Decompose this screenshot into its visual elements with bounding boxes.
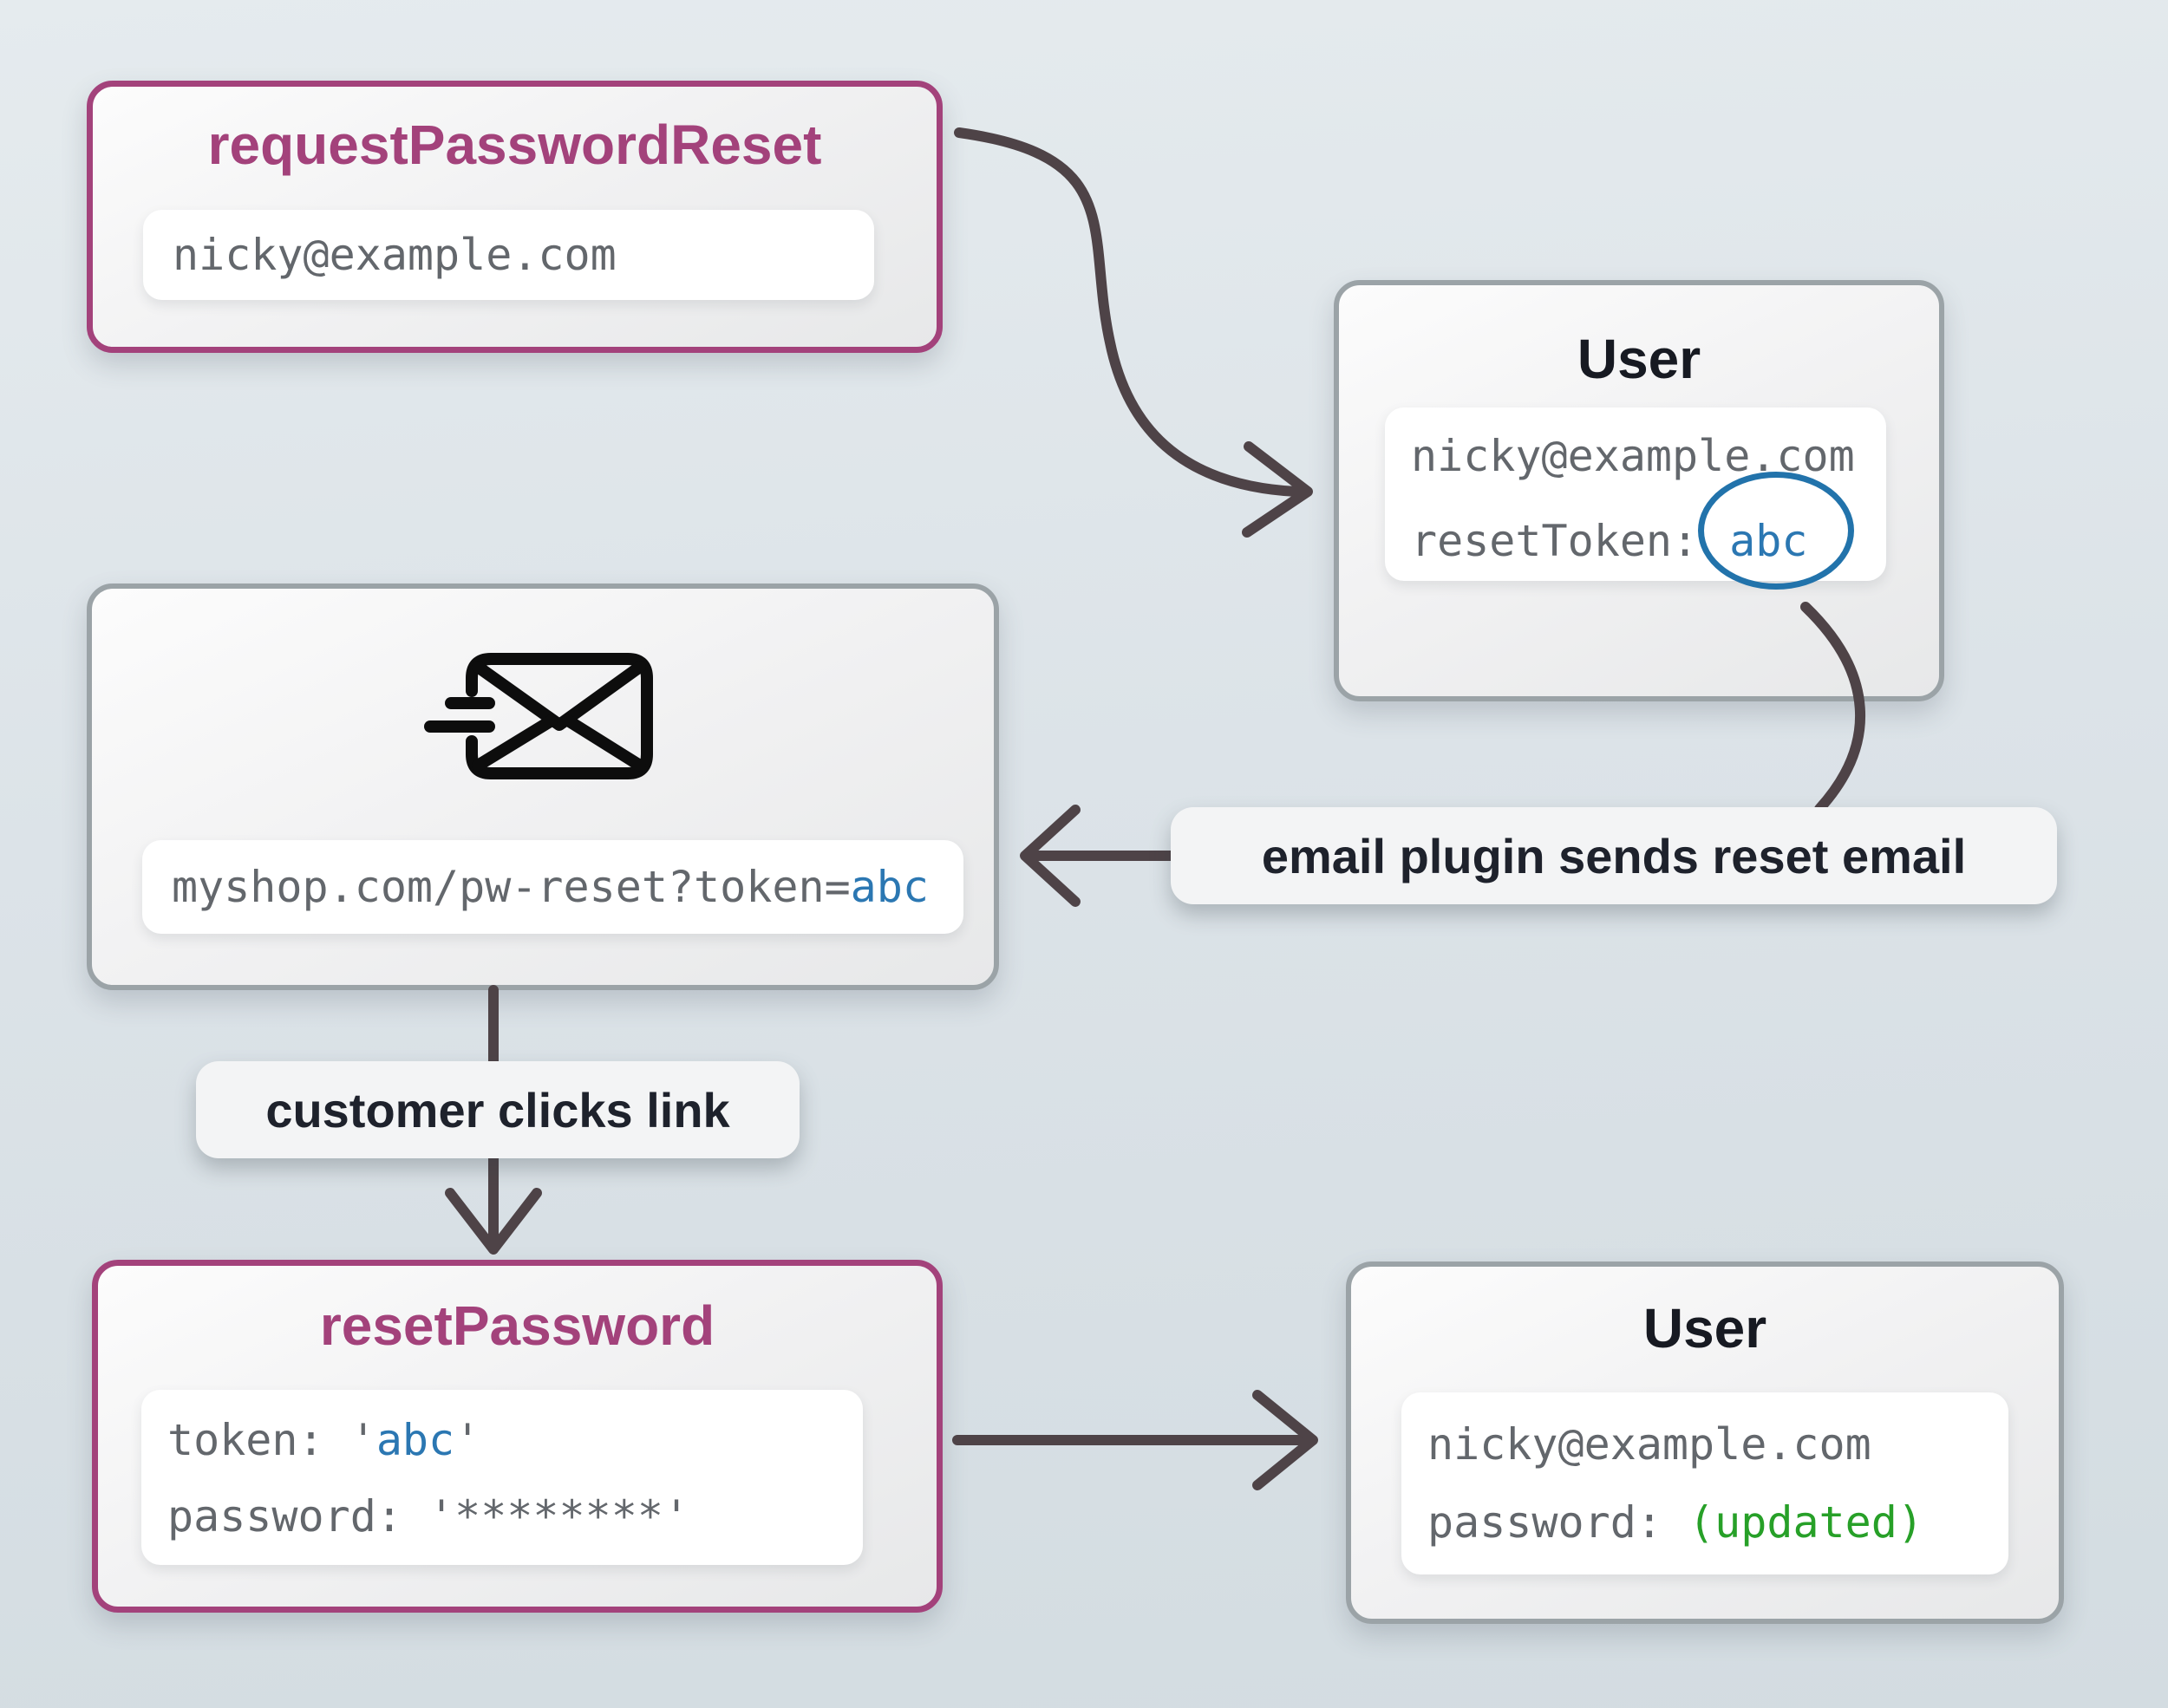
node-title-user-top: User xyxy=(1577,328,1701,390)
user-bottom-password-line: password: (updated) xyxy=(1427,1496,1923,1560)
email-value: nicky@example.com xyxy=(173,230,617,280)
user-bottom-record: nicky@example.com password: (updated) xyxy=(1401,1392,2008,1574)
label-customer-clicks-text: customer clicks link xyxy=(265,1082,730,1138)
node-title-reset-password: resetPassword xyxy=(319,1294,715,1357)
reset-url-prefix: myshop.com/pw-reset?token= xyxy=(172,862,851,912)
password-arg-line: password: '********' xyxy=(167,1490,689,1554)
user-bottom-email-line: nicky@example.com xyxy=(1427,1418,1871,1482)
password-updated-value: (updated) xyxy=(1688,1497,1923,1548)
password-label: password: xyxy=(1427,1497,1689,1548)
reset-token-value: abc xyxy=(1729,516,1808,566)
user-node-bottom: User nicky@example.com password: (update… xyxy=(1346,1261,2064,1624)
token-arg-line: token: 'abc' xyxy=(167,1414,480,1477)
user-node-top: User nicky@example.com resetToken: abc xyxy=(1334,280,1944,701)
reset-url-field: myshop.com/pw-reset?token=abc xyxy=(142,840,963,934)
user-bottom-email: nicky@example.com xyxy=(1427,1419,1871,1470)
request-password-reset-node: requestPasswordReset nicky@example.com xyxy=(87,81,943,353)
label-customer-clicks: customer clicks link xyxy=(196,1061,800,1158)
reset-password-args: token: 'abc' password: '********' xyxy=(141,1390,863,1565)
label-email-plugin: email plugin sends reset email xyxy=(1171,807,2057,904)
reset-password-node: resetPassword token: 'abc' password: '**… xyxy=(92,1260,943,1613)
email-node: myshop.com/pw-reset?token=abc xyxy=(87,583,999,990)
token-arg-prefix: token: ' xyxy=(167,1415,376,1465)
email-input: nicky@example.com xyxy=(143,210,874,300)
label-email-plugin-text: email plugin sends reset email xyxy=(1261,828,1967,883)
reset-token-label: resetToken: xyxy=(1411,516,1699,566)
user-top-email-line: nicky@example.com xyxy=(1411,430,1855,493)
node-title-request-password-reset: requestPasswordReset xyxy=(207,114,822,176)
reset-url: myshop.com/pw-reset?token=abc xyxy=(172,840,929,934)
token-arg-suffix: ' xyxy=(454,1415,481,1465)
token-arg-value: abc xyxy=(375,1415,455,1465)
user-top-token-line: resetToken: abc xyxy=(1411,515,1807,578)
arrow-reset-password-to-user xyxy=(952,1390,1318,1490)
mail-send-icon xyxy=(424,653,653,779)
user-top-record: nicky@example.com resetToken: abc xyxy=(1385,407,1886,581)
password-arg: password: '********' xyxy=(167,1491,690,1542)
reset-url-token: abc xyxy=(850,862,929,912)
node-title-user-bottom: User xyxy=(1642,1297,1767,1359)
arrow-request-to-user xyxy=(954,127,1313,538)
user-top-email: nicky@example.com xyxy=(1411,431,1855,481)
